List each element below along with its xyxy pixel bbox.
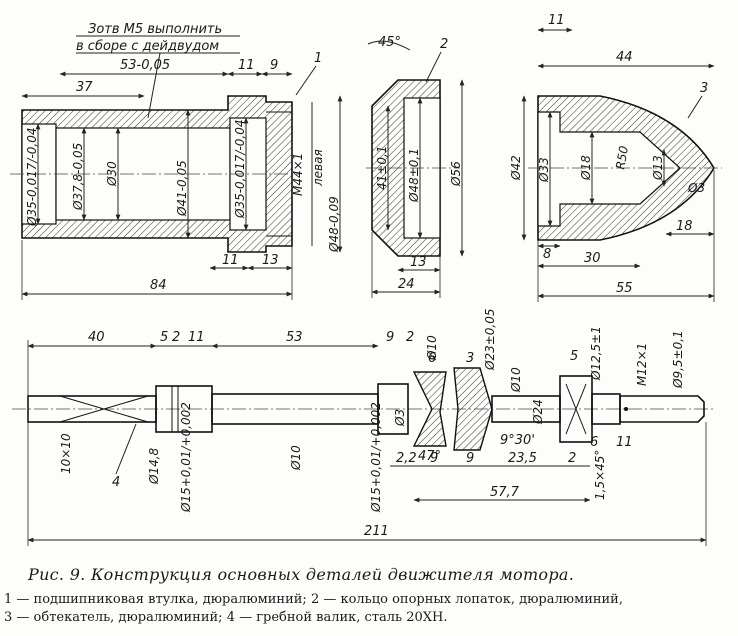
dim-84: 84 — [150, 278, 167, 293]
dim-bot-13: 13 — [262, 253, 279, 268]
callout-leader — [425, 51, 442, 83]
dim-b9a: 9 — [430, 451, 438, 466]
dim-overall-55: 55 — [616, 281, 633, 296]
figure-caption-title: Рис. 9. Конструкция основных деталей дви… — [28, 565, 575, 584]
dim-d18: Ø18 — [579, 155, 593, 181]
shaft-callout: 4 — [112, 475, 120, 490]
dim-h41: 41±0,1 — [375, 146, 389, 190]
collar-diag — [565, 383, 587, 435]
callout-leader — [687, 95, 703, 119]
ring-drawing: 45° 2 41±0,1 Ø48±0,1 Ø56 13 24 — [366, 35, 465, 298]
bushing-drawing: Зотв М5 выполнить в сборе с дейдвудом 1 … — [10, 22, 343, 300]
dim-seg-11a: 11 — [188, 330, 205, 345]
dim-angle47: 47° — [418, 449, 441, 464]
dim-w24: 24 — [398, 277, 415, 292]
dim-d12-5: Ø12,5±1 — [589, 326, 603, 381]
bushing-callout: 1 — [314, 51, 322, 66]
dim-thread: М44×1 — [291, 153, 305, 196]
dim-d35-left: Ø35-0,017/-0,04 — [25, 128, 39, 228]
dim-seg-9a: 9 — [386, 330, 394, 345]
figure-caption-line1: 1 — подшипниковая втулка, дюралюминий; 2… — [4, 592, 623, 607]
shaft-thread-end — [619, 395, 705, 423]
angle-arc — [367, 40, 411, 51]
fairing-callout: 3 — [700, 81, 708, 96]
dim-top-11: 11 — [548, 13, 565, 28]
dim-top-44: 44 — [616, 50, 633, 65]
dim-seg-2a: 2 — [172, 330, 180, 345]
shaft-drawing: 40 5 2 11 53 9 2 Ø10 Ø23±0,05 6 3 Ø10 5 … — [12, 309, 716, 546]
dim-d10-top: Ø10 — [425, 335, 439, 361]
dim-9: 9 — [270, 58, 278, 73]
bushing-note-line1: Зотв М5 выполнить — [88, 22, 222, 37]
dim-d48: Ø48±0,1 — [407, 148, 421, 203]
dim-d10-mid: Ø10 — [509, 367, 523, 393]
dim-thread: М12×1 — [635, 343, 649, 386]
figure-caption-line2: 3 — обтекатель, дюралюминий; 4 — гребной… — [4, 610, 448, 625]
dim-bot-11: 11 — [222, 253, 239, 268]
dim-11: 11 — [238, 58, 255, 73]
bushing-note-line2: в сборе с дейдвудом — [76, 39, 219, 54]
dim-b2-2: 2,2 — [396, 451, 417, 466]
dim-seg-2b: 2 — [406, 330, 414, 345]
dim-r50: R50 — [613, 144, 631, 170]
dim-d24: Ø24 — [531, 399, 545, 425]
dim-b57-7: 57,7 — [490, 485, 520, 500]
square-diag — [59, 395, 149, 423]
dim-seg-6b: 6 — [590, 435, 598, 450]
dim-d13: Ø13 — [651, 155, 665, 181]
dim-d3: Ø3 — [687, 181, 705, 195]
dim-seg-11b: 11 — [616, 435, 633, 450]
dim-len-18: 18 — [676, 219, 693, 234]
dim-d30: Ø30 — [105, 161, 119, 187]
dim-chamfer: 1,5×45° — [593, 450, 607, 500]
callout-leader — [115, 423, 137, 475]
dim-d56: Ø56 — [449, 161, 463, 187]
dim-d33: Ø33 — [537, 157, 551, 183]
dim-b9b: 9 — [466, 451, 474, 466]
dim-seg-40: 40 — [88, 330, 105, 345]
dim-d14-8: Ø14,8 — [147, 447, 161, 485]
dim-d41: Ø41-0,05 — [175, 160, 189, 217]
dim-seg-6: 6 — [428, 351, 436, 366]
dim-d3: Ø3 — [393, 409, 407, 427]
dim-53: 53-0,05 — [120, 58, 170, 73]
fairing-drawing: 11 44 3 Ø42 Ø33 Ø18 R50 Ø13 Ø3 18 8 30 5… — [509, 13, 722, 302]
dim-d42: Ø42 — [509, 155, 523, 181]
dim-d9-5: Ø9,5±0,1 — [671, 330, 685, 389]
dim-d23: Ø23±0,05 — [483, 309, 497, 372]
dim-w8: 8 — [543, 247, 551, 262]
dim-d37-8: Ø37,8-0,05 — [71, 143, 85, 211]
dim-d10-shaft: Ø10 — [289, 445, 303, 471]
dim-seg-3: 3 — [466, 351, 474, 366]
pin-hole — [624, 407, 628, 411]
callout-leader — [295, 65, 317, 96]
dim-37: 37 — [76, 80, 93, 95]
dim-d15-left: Ø15+0,01/+0,002 — [179, 402, 193, 513]
dim-w13: 13 — [410, 255, 427, 270]
dim-seg-5: 5 — [160, 330, 168, 345]
dim-angle9: 9°30' — [500, 433, 535, 448]
dim-seg-5b: 5 — [570, 349, 578, 364]
dim-len-30: 30 — [584, 251, 601, 266]
blade-hub-cone — [412, 371, 447, 447]
shaft-bearing-right — [377, 383, 409, 435]
dim-thread-note: левая — [311, 149, 325, 187]
technical-drawing: Зотв М5 выполнить в сборе с дейдвудом 1 … — [10, 13, 722, 546]
dim-square: 10×10 — [59, 433, 73, 474]
ring-callout: 2 — [440, 37, 448, 52]
dim-seg-53: 53 — [286, 330, 303, 345]
ring-angle: 45° — [378, 35, 401, 50]
dim-d48: Ø48-0,09 — [327, 196, 341, 253]
note-leader — [147, 52, 161, 119]
dim-b2: 2 — [568, 451, 576, 466]
dim-d35-right: Ø35-0,017/-0,04 — [233, 120, 247, 220]
dim-d15-right: Ø15+0,01/+0,002 — [369, 402, 383, 513]
blade-hub-disk — [453, 367, 493, 451]
dim-overall-211: 211 — [364, 524, 389, 539]
dim-b23-5: 23,5 — [508, 451, 537, 466]
